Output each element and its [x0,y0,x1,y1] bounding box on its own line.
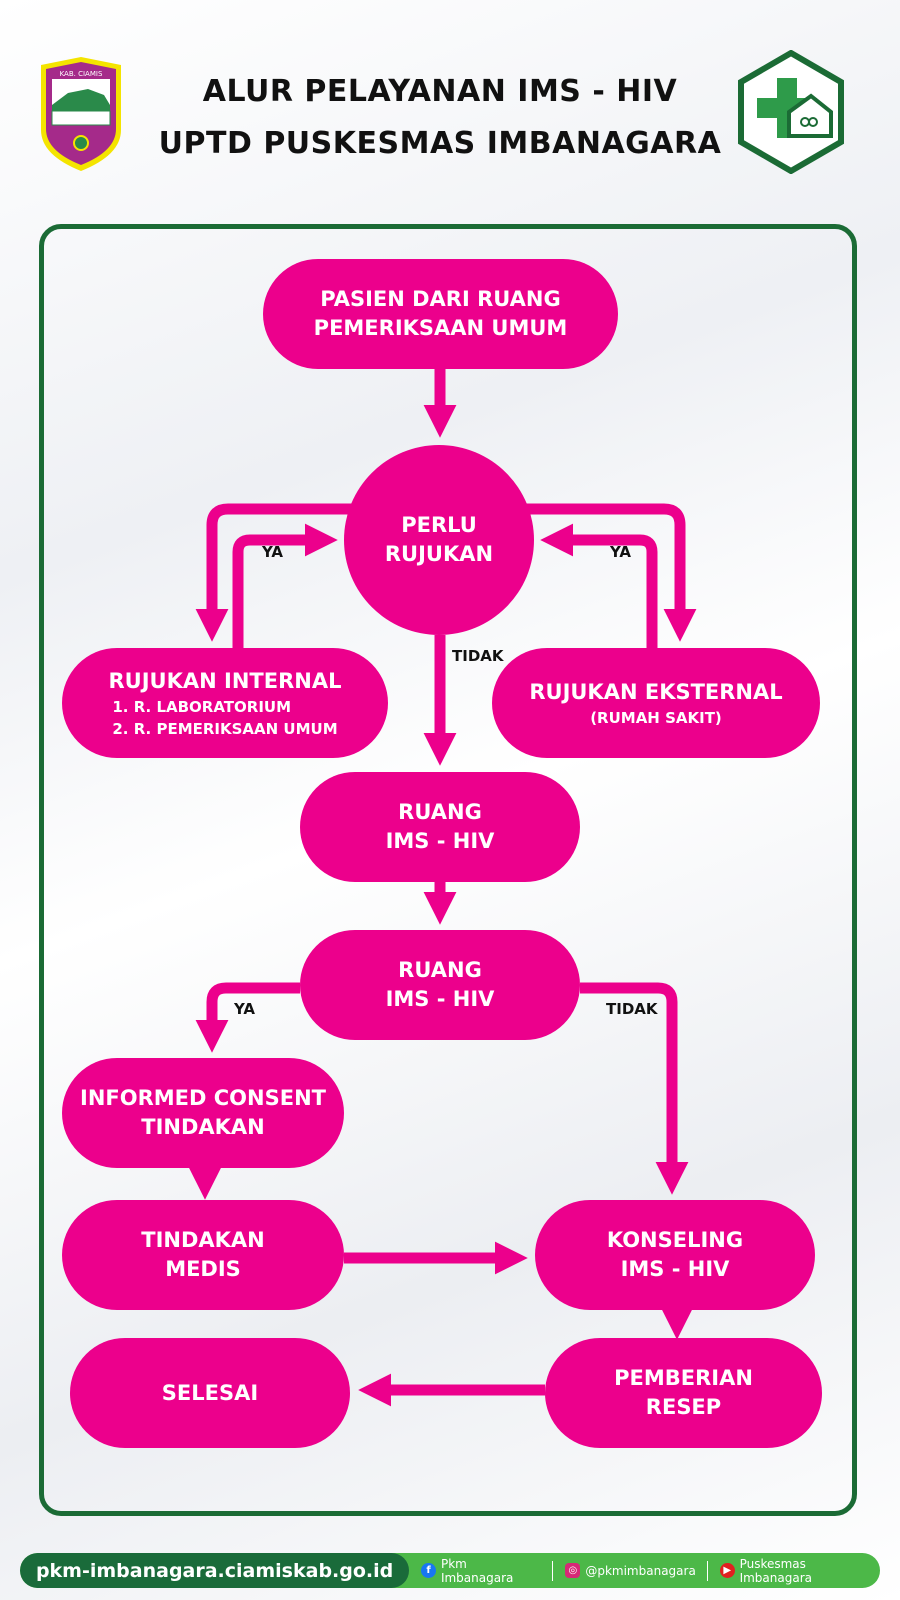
instagram-label: @pkmimbanagara [585,1563,696,1578]
node-text: PEMERIKSAAN UMUM [313,316,568,340]
node-text: MEDIS [165,1257,241,1281]
internal-item: 1. R. LABORATORIUM [112,697,292,716]
divider [552,1560,554,1581]
label-ya: YA [610,543,632,561]
node-decision-perlu-rujukan: PERLU RUJUKAN [344,445,534,635]
puskesmas-logo [738,50,844,174]
node-text: RUJUKAN EKSTERNAL [529,679,783,704]
youtube-label: Puskesmas Imbanagara [739,1556,812,1585]
node-text: RUANG [398,800,482,824]
node-rujukan-internal: RUJUKAN INTERNAL 1. R. LABORATORIUM 2. R… [62,648,388,758]
label-tidak: TIDAK [452,647,504,665]
node-text: IMS - HIV [385,987,495,1011]
node-ruang-ims-hiv-2: RUANG IMS - HIV [300,930,580,1040]
node-start: PASIEN DARI RUANG PEMERIKSAAN UMUM [263,259,618,369]
node-text: IMS - HIV [620,1257,730,1281]
arrow-ruang2-to-informed [195,982,300,1053]
node-rujukan-eksternal: RUJUKAN EKSTERNAL (RUMAH SAKIT) [492,648,820,758]
node-text: PASIEN DARI RUANG [320,287,561,311]
node-text: PERLU [401,513,477,537]
node-text: IMS - HIV [385,829,495,853]
svg-text:KAB. CIAMIS: KAB. CIAMIS [60,70,103,78]
label-tidak: TIDAK [606,1000,658,1018]
node-text: PEMBERIAN [614,1366,753,1390]
footer-bar: pkm-imbanagara.ciamiskab.go.id f Pkm Imb… [20,1553,880,1588]
youtube-link[interactable]: ▶ Puskesmas Imbanagara [719,1556,880,1585]
title-line-2: UPTD PUSKESMAS IMBANAGARA [158,126,722,161]
label-ya: YA [262,543,284,561]
node-konseling: KONSELING IMS - HIV [535,1200,815,1310]
node-subtext: (RUMAH SAKIT) [590,708,722,727]
node-text: INFORMED CONSENT [80,1086,326,1110]
node-text: TINDAKAN [141,1115,265,1139]
node-text: TINDAKAN [141,1228,265,1252]
node-pemberian-resep: PEMBERIAN RESEP [545,1338,822,1448]
facebook-label: Pkm Imbanagara [440,1556,514,1585]
label-ya: YA [234,1000,256,1018]
instagram-link[interactable]: ◎ @pkmimbanagara [565,1560,708,1581]
website-link[interactable]: pkm-imbanagara.ciamiskab.go.id [20,1553,410,1588]
arrow-ruang2-to-konseling [580,982,689,1195]
node-text: RUJUKAN [384,542,494,566]
node-text: RUJUKAN INTERNAL [108,668,342,693]
node-ruang-ims-hiv-1: RUANG IMS - HIV [300,772,580,882]
arrow-decision-to-internal [195,503,365,642]
arrow-decision-to-external [515,503,697,642]
node-selesai: SELESAI [70,1338,350,1448]
node-text: RESEP [645,1395,722,1419]
flowchart-frame [39,224,857,1516]
facebook-icon: f [421,1563,436,1578]
node-text: KONSELING [606,1228,744,1252]
node-informed-consent: INFORMED CONSENT TINDAKAN [62,1058,344,1168]
title-line-1: ALUR PELAYANAN IMS - HIV [202,74,678,109]
facebook-link[interactable]: f Pkm Imbanagara [421,1556,554,1585]
arrow-internal-to-decision [232,523,338,648]
node-tindakan-medis: TINDAKAN MEDIS [62,1200,344,1310]
kab-ciamis-logo: KAB. CIAMIS [41,57,121,171]
instagram-icon: ◎ [565,1563,581,1578]
internal-item: 2. R. PEMERIKSAAN UMUM [112,719,338,738]
youtube-icon: ▶ [719,1563,735,1578]
node-text: RUANG [398,958,482,982]
arrow-external-to-decision [540,523,658,648]
node-text: SELESAI [161,1380,259,1405]
divider [706,1560,708,1581]
